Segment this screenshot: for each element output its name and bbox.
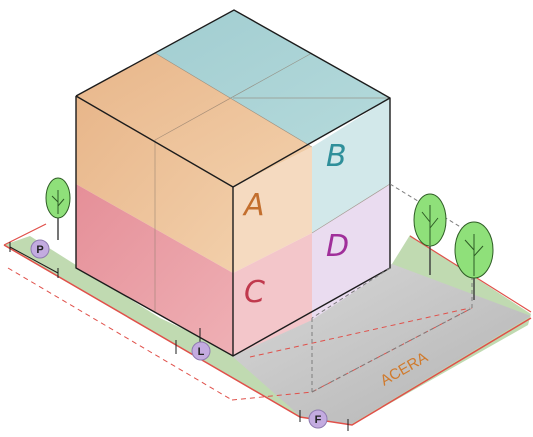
building-face-b (312, 98, 390, 233)
marker-label-l: L (198, 346, 205, 358)
block-label-c: C (244, 275, 265, 310)
tree-icon (45, 177, 71, 240)
marker-label-p: P (36, 244, 43, 256)
building-upper-front (76, 53, 312, 187)
tree-icon (454, 221, 494, 300)
building-face-c (233, 233, 312, 356)
tree-icon (413, 193, 447, 275)
building-outline (75, 9, 391, 357)
building-front-left-upper (76, 96, 233, 273)
division-lines (154, 52, 391, 312)
building-face-a (233, 147, 312, 273)
block-label-d: D (326, 229, 349, 264)
dimension-marks (9, 242, 349, 431)
lot-boundary-back (3, 223, 47, 246)
building-face-d (312, 184, 390, 320)
marker-f: F (308, 409, 328, 429)
block-label-a: A (242, 188, 265, 223)
sidewalk-area (232, 264, 531, 425)
marker-l: L (191, 341, 211, 361)
marker-p: P (30, 239, 50, 259)
building-front-left-lower (76, 184, 233, 356)
marker-label-f: F (315, 414, 322, 426)
block-label-b: B (326, 139, 347, 174)
